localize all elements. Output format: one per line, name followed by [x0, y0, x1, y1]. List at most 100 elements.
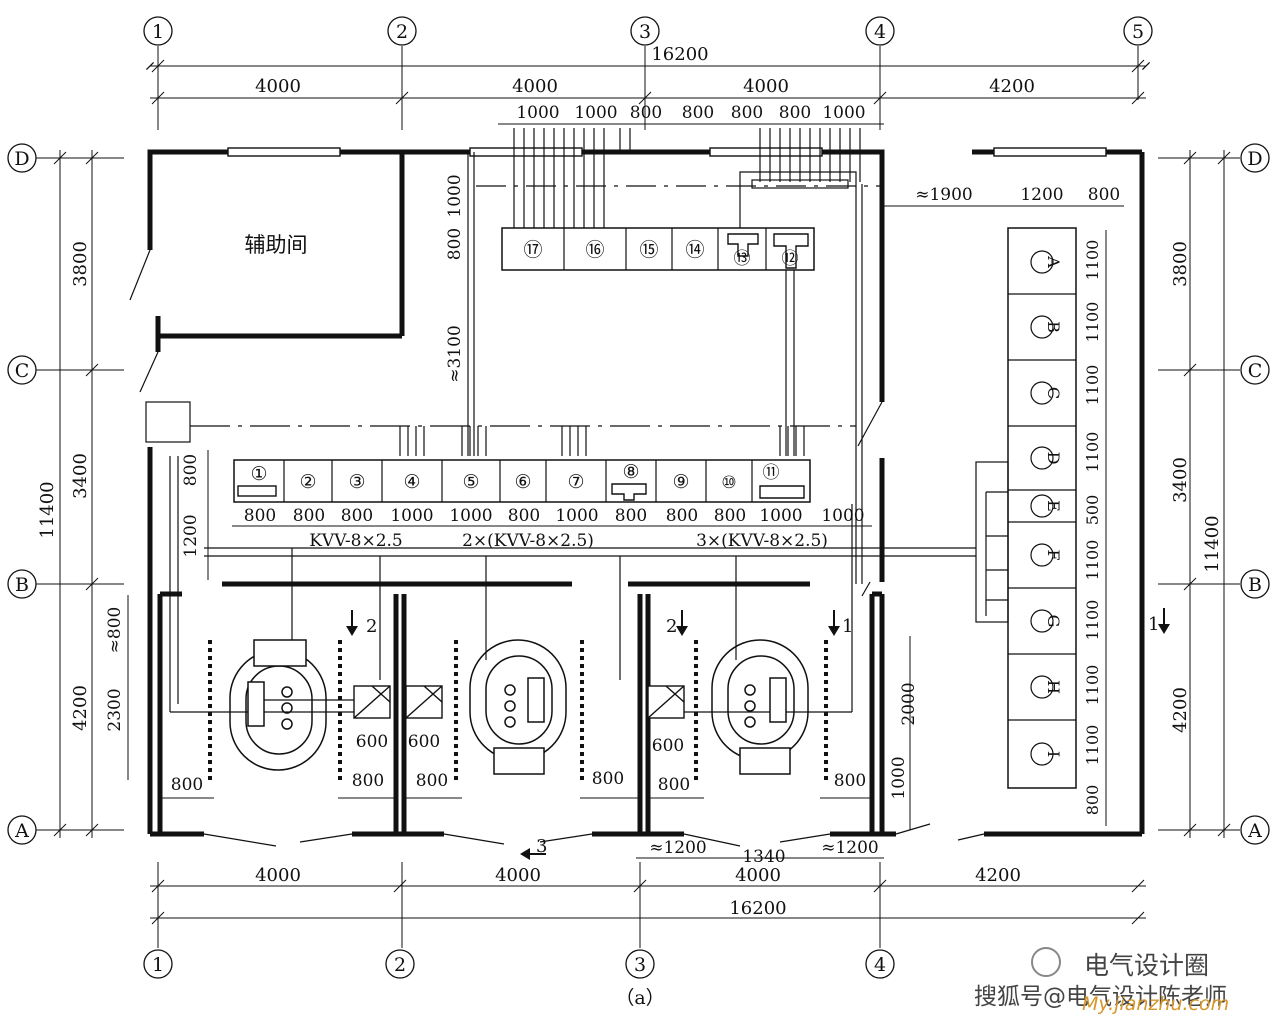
svg-text:800: 800 — [508, 506, 540, 526]
figure-caption: （a） — [615, 987, 664, 1009]
svg-text:1200: 1200 — [181, 514, 201, 557]
svg-text:1000: 1000 — [390, 506, 433, 526]
svg-text:1000: 1000 — [516, 103, 559, 123]
svg-text:B: B — [1248, 574, 1262, 596]
svg-text:800: 800 — [615, 506, 647, 526]
axis-markers-right: D C B A — [1158, 143, 1270, 845]
dimension-right — [1105, 150, 1231, 838]
svg-text:1100: 1100 — [1083, 600, 1102, 641]
svg-text:800: 800 — [181, 454, 201, 486]
svg-text:600: 600 — [652, 736, 684, 756]
svg-text:800: 800 — [592, 769, 624, 789]
svg-text:电气设计圈: 电气设计圈 — [1084, 951, 1209, 980]
panel-8: ⑧ — [622, 461, 639, 483]
mid-panel-dims: 800 800 800 1000 1000 800 1000 800 800 8… — [181, 450, 872, 580]
axis-circle-top-4: 4 — [865, 16, 895, 46]
dim-top-cable-row: 1000 1000 800 800 800 800 1000 — [516, 103, 865, 123]
svg-text:1340: 1340 — [742, 847, 785, 867]
dim-top-total: 16200 — [651, 44, 708, 65]
panel-7: ⑦ — [567, 471, 584, 493]
transformer-bay-dims: 600 600 600 800 800 800 800 800 800 2000… — [160, 636, 919, 830]
lv-panel-D: D — [1044, 452, 1063, 465]
svg-text:3: 3 — [634, 954, 646, 976]
svg-text:A: A — [1247, 820, 1262, 842]
lv-panel-B: B — [1044, 321, 1063, 333]
dim-top-span-3: 4000 — [743, 76, 789, 97]
axis-circle-right-D: D — [1240, 143, 1270, 173]
svg-text:800: 800 — [416, 771, 448, 791]
svg-text:3: 3 — [536, 836, 547, 857]
svg-text:800: 800 — [731, 103, 763, 123]
lv-panel-column: A B C D E F G H I — [975, 227, 1077, 789]
section-marker-2a: 2 — [346, 610, 377, 637]
svg-text:2000: 2000 — [899, 682, 919, 725]
cable-routes — [169, 128, 976, 713]
lv-panel-H: H — [1044, 680, 1063, 694]
busbar-connectors — [353, 685, 685, 719]
svg-text:1100: 1100 — [1083, 302, 1102, 343]
dim-lv-vertical: 1100 1100 1100 1100 500 1100 1100 1100 1… — [1083, 240, 1102, 816]
transformer-1 — [208, 639, 342, 780]
axis-circle-right-A: A — [1240, 815, 1270, 845]
dim-bottom-span-1: 4000 — [255, 865, 301, 886]
dim-top-span-1: 4000 — [255, 76, 301, 97]
dim-right-span-3: 4200 — [1170, 687, 1191, 733]
lv-panel-F: F — [1044, 549, 1063, 560]
svg-text:1000: 1000 — [574, 103, 617, 123]
dim-bottom-span-2: 4000 — [495, 865, 541, 886]
axis-circle-bottom-2: 2 — [385, 949, 415, 979]
svg-text:1: 1 — [842, 616, 853, 637]
dim-bottom-total: 16200 — [729, 898, 786, 919]
svg-text:A: A — [14, 820, 29, 842]
dim-bottom-span-4: 4200 — [975, 865, 1021, 886]
svg-text:1000: 1000 — [821, 506, 864, 526]
dim-bottom-span-3: 4000 — [735, 865, 781, 886]
svg-text:1100: 1100 — [1083, 725, 1102, 766]
svg-text:800: 800 — [714, 506, 746, 526]
dim-left-span-1: 3800 — [70, 241, 91, 287]
dim-left-span-2: 3400 — [70, 453, 91, 499]
dim-left-bay-1: ≈800 — [105, 607, 125, 654]
axis-circle-top-1: 1 — [143, 16, 173, 46]
section-marker-2b: 2 — [666, 610, 688, 637]
dim-left-total: 11400 — [37, 481, 58, 538]
section-marker-1b: 1 — [1148, 608, 1170, 635]
section-marker-1a: 1 — [828, 610, 853, 637]
svg-text:2: 2 — [366, 616, 377, 637]
building-walls — [147, 149, 1145, 837]
axis-markers-bottom: 1 2 3 4 — [143, 862, 895, 979]
axis-markers-left: D C B A — [7, 143, 124, 845]
panel-1: ① — [250, 463, 267, 485]
svg-text:800: 800 — [352, 771, 384, 791]
svg-text:C: C — [15, 360, 30, 382]
svg-text:1000: 1000 — [822, 103, 865, 123]
lv-panel-C: C — [1044, 387, 1063, 399]
svg-text:1: 1 — [152, 954, 164, 976]
axis-circle-top-3: 3 — [630, 16, 660, 46]
dimension-top — [145, 59, 1151, 125]
cable-labels: KVV-8×2.5 2×(KVV-8×2.5) 3×(KVV-8×2.5) — [309, 531, 828, 551]
axis-circle-bottom-1: 1 — [143, 949, 173, 979]
panel-17: ⑰ — [523, 239, 542, 261]
svg-text:1100: 1100 — [1083, 540, 1102, 581]
doors — [129, 249, 985, 847]
svg-text:800: 800 — [171, 775, 203, 795]
svg-text:1000: 1000 — [445, 174, 465, 217]
svg-text:600: 600 — [408, 732, 440, 752]
dimension-bottom — [150, 857, 1146, 925]
dim-top-span-2: 4000 — [512, 76, 558, 97]
svg-text:≈1200: ≈1200 — [649, 838, 707, 858]
transformer-2 — [454, 639, 584, 780]
svg-text:800: 800 — [1088, 185, 1120, 205]
svg-text:D: D — [14, 148, 29, 170]
panel-6: ⑥ — [514, 471, 531, 493]
panel-16: ⑯ — [585, 239, 604, 261]
svg-text:1000: 1000 — [449, 506, 492, 526]
svg-text:1: 1 — [1148, 614, 1159, 635]
svg-text:3×(KVV-8×2.5): 3×(KVV-8×2.5) — [696, 531, 828, 551]
panel-14: ⑭ — [685, 239, 704, 261]
auxiliary-room-label: 辅助间 — [245, 233, 308, 257]
panel-15: ⑮ — [639, 239, 658, 261]
axis-circle-left-D: D — [7, 143, 37, 173]
svg-text:800: 800 — [834, 771, 866, 791]
